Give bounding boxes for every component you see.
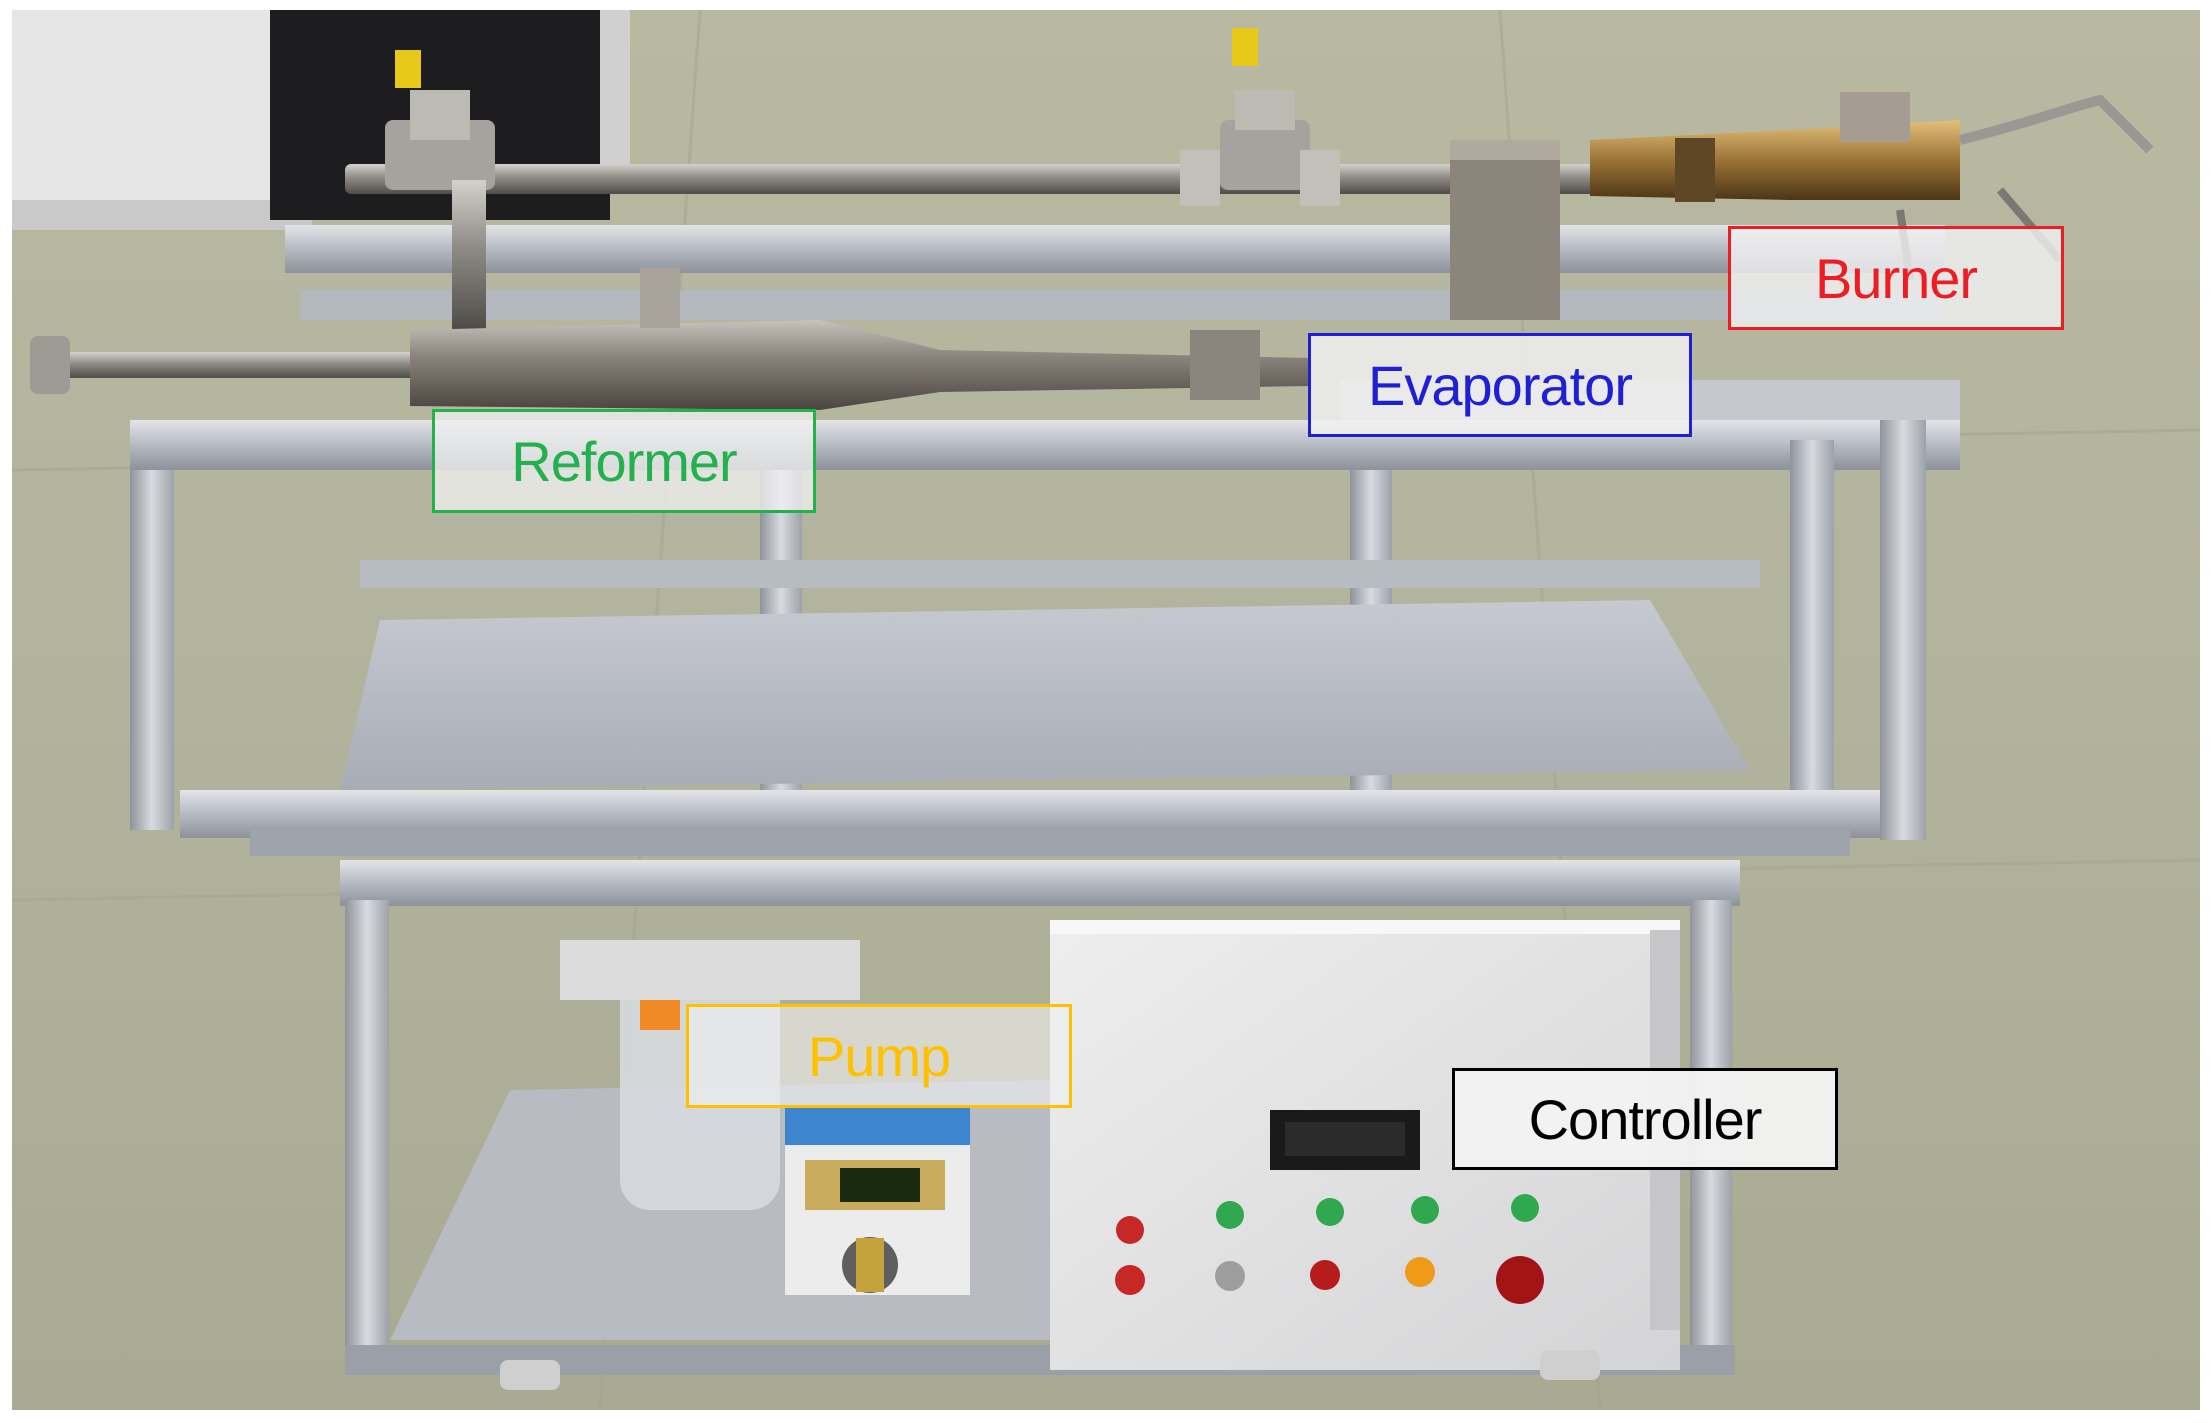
reformer-label-text: Reformer [511, 429, 737, 493]
controller-label: Controller [1452, 1068, 1838, 1170]
evaporator-label-text: Evaporator [1368, 353, 1633, 417]
pump-label-text: Pump [807, 1024, 951, 1088]
evaporator-label: Evaporator [1308, 333, 1692, 437]
controller-label-text: Controller [1528, 1087, 1763, 1151]
reformer-label: Reformer [432, 409, 816, 513]
burner-label-text: Burner [1814, 246, 1978, 310]
pump-label: Pump [686, 1004, 1072, 1108]
burner-label: Burner [1728, 226, 2064, 330]
